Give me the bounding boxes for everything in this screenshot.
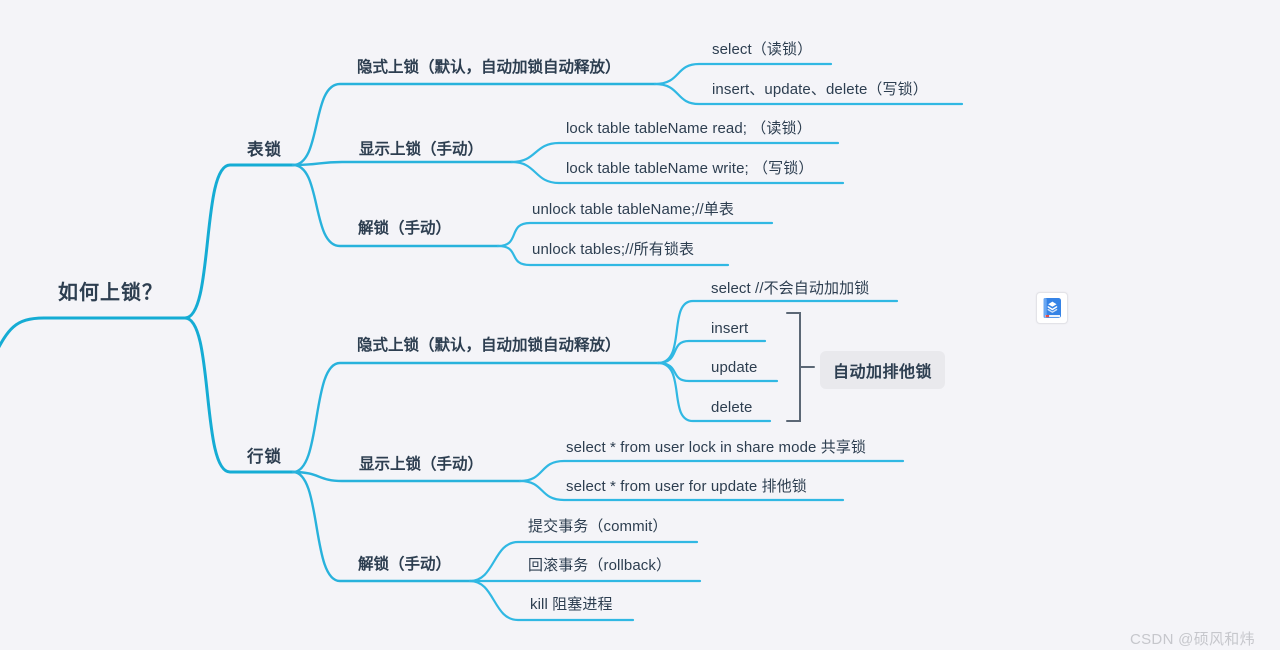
group-bracket <box>786 312 815 422</box>
leaf-insert-update-delete-write-lock[interactable]: insert、update、delete（写锁） <box>712 81 928 98</box>
blue-book-icon[interactable] <box>1036 292 1068 324</box>
leaf-kill-blocking-process[interactable]: kill 阻塞进程 <box>530 596 613 613</box>
leaf-unlock-all-tables[interactable]: unlock tables;//所有锁表 <box>532 241 695 258</box>
node-row-lock[interactable]: 行锁 <box>247 448 282 466</box>
leaf-delete[interactable]: delete <box>711 399 753 416</box>
leaf-select-no-auto-lock[interactable]: select //不会自动加加锁 <box>711 280 870 297</box>
leaf-rollback[interactable]: 回滚事务（rollback） <box>528 557 672 574</box>
node-row-implicit-lock[interactable]: 隐式上锁（默认，自动加锁自动释放） <box>357 337 621 354</box>
book-glyph <box>1043 298 1061 318</box>
bottom-strip <box>0 650 1280 657</box>
node-root[interactable]: 如何上锁？ <box>58 282 163 304</box>
node-table-implicit-lock[interactable]: 隐式上锁（默认，自动加锁自动释放） <box>357 59 621 76</box>
csdn-watermark: CSDN @硕风和炜 <box>1130 631 1255 648</box>
leaf-insert[interactable]: insert <box>711 320 749 337</box>
leaf-update[interactable]: update <box>711 359 758 376</box>
leaf-lock-table-write[interactable]: lock table tableName write; （写锁） <box>566 160 814 177</box>
node-table-lock[interactable]: 表锁 <box>247 141 282 159</box>
node-row-explicit-lock[interactable]: 显示上锁（手动） <box>359 456 484 473</box>
leaf-commit[interactable]: 提交事务（commit） <box>528 518 668 535</box>
leaf-select-share-mode[interactable]: select * from user lock in share mode 共享… <box>566 439 867 456</box>
leaf-lock-table-read[interactable]: lock table tableName read; （读锁） <box>566 120 812 137</box>
node-table-explicit-lock[interactable]: 显示上锁（手动） <box>359 141 484 158</box>
leaf-select-read-lock[interactable]: select（读锁） <box>712 41 813 58</box>
annotation-auto-exclusive-lock[interactable]: 自动加排他锁 <box>820 351 946 389</box>
leaf-select-for-update[interactable]: select * from user for update 排他锁 <box>566 478 807 495</box>
node-table-unlock[interactable]: 解锁（手动） <box>358 220 452 237</box>
leaf-unlock-single-table[interactable]: unlock table tableName;//单表 <box>532 201 734 218</box>
node-row-unlock[interactable]: 解锁（手动） <box>358 556 452 573</box>
